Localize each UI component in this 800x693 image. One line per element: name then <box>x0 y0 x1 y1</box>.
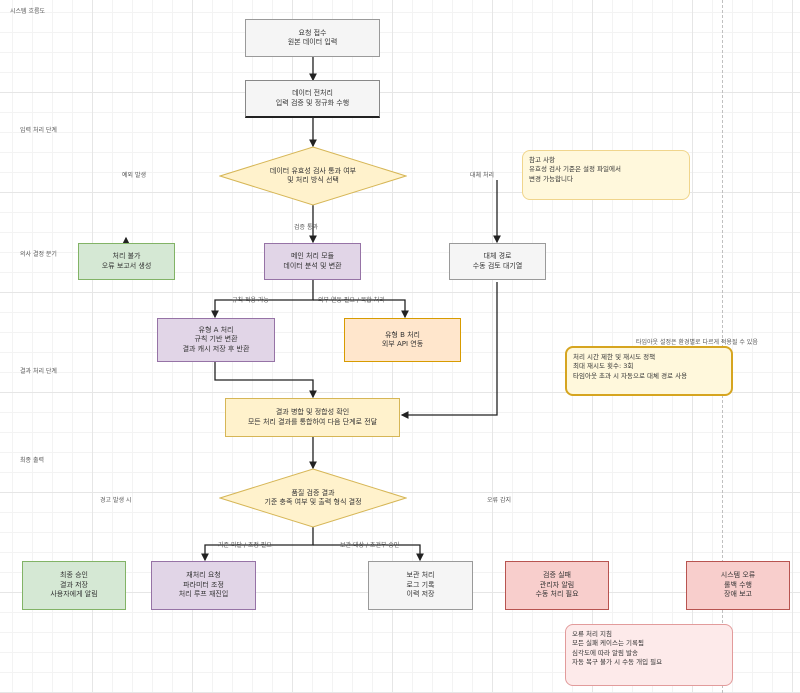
edge-label-archive: 보관 대상 / 조건부 승인 <box>340 542 400 549</box>
edge-purple-merge <box>214 362 317 399</box>
final-approval-node[interactable]: 최종 승인 결과 저장 사용자에게 알림 <box>22 561 126 610</box>
edge-main-orange <box>313 299 409 319</box>
section-label-3: 결과 처리 단계 <box>20 368 57 375</box>
edge-label-alt: 대체 처리 <box>470 172 494 179</box>
start-node[interactable]: 요청 접수 원본 데이터 입력 <box>245 19 380 57</box>
edge-alt-merge <box>400 282 498 419</box>
validation-fail-node[interactable]: 검증 실패 관리자 알림 수동 처리 필요 <box>505 561 609 610</box>
edge-label-external: 외부 연동 필요 / 복합 처리 <box>318 297 385 304</box>
main-process-node[interactable]: 메인 처리 모듈 데이터 분석 및 변환 <box>264 243 361 280</box>
section-label-top: 시스템 흐름도 <box>10 8 46 15</box>
section-label-1: 입력 처리 단계 <box>20 127 57 134</box>
edge-main-purple <box>211 280 314 319</box>
note-timeout-caption: 타임아웃 설정은 환경별로 다르게 적용될 수 있음 <box>636 339 758 346</box>
archive-node[interactable]: 보관 처리 로그 기록 이력 저장 <box>368 561 473 610</box>
decision2-label: 품질 검증 결과 기준 충족 여부 및 출력 형식 결정 <box>264 488 362 506</box>
edge-label-rule: 규칙 적용 가능 <box>232 297 269 304</box>
decision1-diamond[interactable] <box>219 146 407 206</box>
edge-label-exception: 예외 발생 <box>122 172 146 179</box>
section-label-4: 최종 출력 <box>20 457 44 464</box>
system-error-node[interactable]: 시스템 오류 롤백 수행 장애 보고 <box>686 561 790 610</box>
section-label-2: 의사 결정 분기 <box>20 251 57 258</box>
edge-decision2-purple <box>201 527 314 562</box>
edge-decision2-gray <box>313 544 424 562</box>
edge-label-adjust: 기준 미달 / 조정 필요 <box>218 542 272 549</box>
alt-path-node[interactable]: 대체 경로 수동 검토 대기열 <box>449 243 546 280</box>
note-error-handling: 오류 처리 지침 모든 실패 케이스는 기록됨 심각도에 따라 알림 발송 자동… <box>565 624 733 686</box>
note-retry-policy: 처리 시간 제한 및 재시도 정책 최대 재시도 횟수: 3회 타임아웃 초과 … <box>565 346 733 396</box>
reprocess-node[interactable]: 재처리 요청 파라미터 조정 처리 루프 재진입 <box>151 561 256 610</box>
edge-label-error: 오류 감지 <box>487 497 511 504</box>
preprocess-node[interactable]: 데이터 전처리 입력 검증 및 정규화 수행 <box>245 80 380 118</box>
edge-label-pass: 검증 통과 <box>294 224 318 231</box>
edge-label-warning: 경고 발생 시 <box>100 497 132 504</box>
type-b-node[interactable]: 유형 B 처리 외부 API 연동 <box>344 318 461 362</box>
error-report-node[interactable]: 처리 불가 오류 보고서 생성 <box>78 243 175 280</box>
decision1-label: 데이터 유효성 검사 통과 여부 및 처리 방식 선택 <box>269 166 357 184</box>
merge-node[interactable]: 결과 병합 및 정합성 확인 모든 처리 결과를 통합하여 다음 단계로 전달 <box>225 398 400 437</box>
note-validation: 참고 사항 유효성 검사 기준은 설정 파일에서 변경 가능합니다 <box>522 150 690 200</box>
decision2-diamond[interactable] <box>219 468 407 528</box>
type-a-node[interactable]: 유형 A 처리 규칙 기반 변환 결과 캐시 저장 후 반환 <box>157 318 275 362</box>
